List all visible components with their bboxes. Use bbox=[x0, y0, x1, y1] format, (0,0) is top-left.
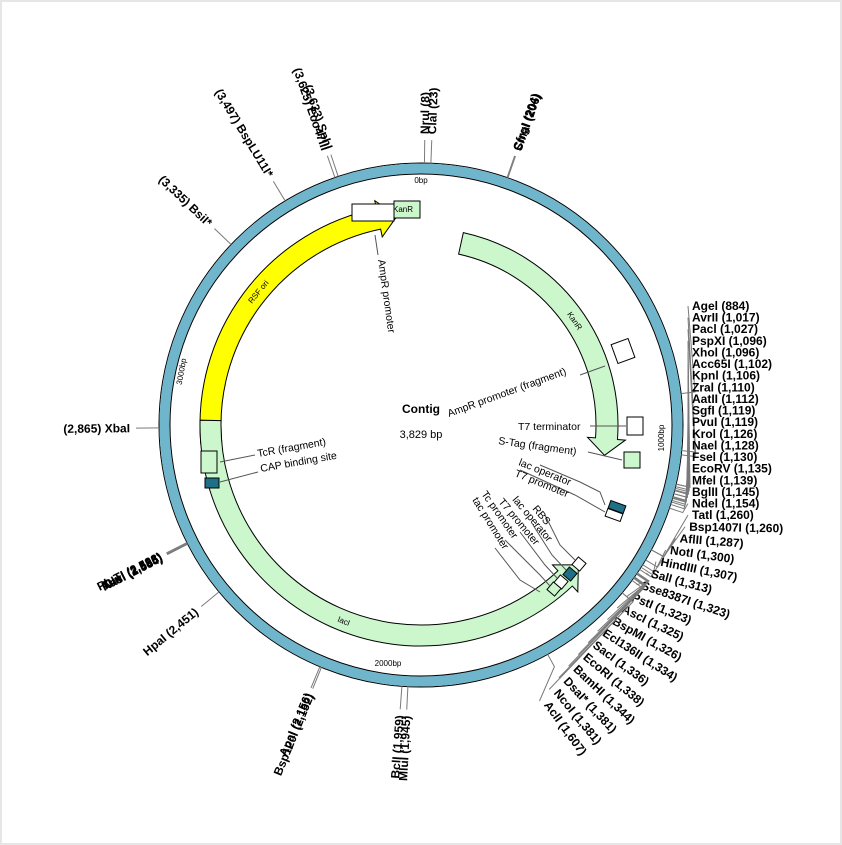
site-label: SgfI (1,119) bbox=[692, 404, 755, 418]
site-label: (3,335) BsiI* bbox=[156, 173, 215, 230]
small-features: KanR bbox=[200, 200, 644, 597]
kanr-start-label: KanR bbox=[393, 205, 413, 214]
site-label: AflII (1,287) bbox=[679, 531, 744, 550]
site-label: Krol (1,126) bbox=[692, 427, 757, 441]
site-label: AatII (1,112) bbox=[692, 392, 759, 406]
laci-arrow-label: lacI bbox=[336, 615, 351, 628]
site-label: Ndel (1,154) bbox=[692, 497, 759, 511]
kanr-arrow bbox=[458, 232, 627, 456]
ruler-2000bp: 2000bp bbox=[375, 659, 402, 668]
site-label: Pacl (1,027) bbox=[692, 322, 758, 336]
site-tick bbox=[399, 686, 403, 710]
site-label: Smal (206) bbox=[511, 92, 544, 153]
backbone-inner-edge bbox=[169, 173, 673, 677]
site-tick bbox=[166, 542, 188, 554]
site-leader-line bbox=[640, 561, 657, 576]
site-label: Bsp1407I (1,260) bbox=[689, 520, 783, 536]
ampr-fragment-box bbox=[610, 337, 636, 365]
site-tick bbox=[272, 180, 286, 202]
site-leader-line bbox=[681, 329, 696, 458]
feature-label-lines bbox=[219, 234, 626, 593]
laci-arrow bbox=[199, 419, 579, 647]
site-label: Tatl (1,260) bbox=[692, 508, 754, 522]
site-label: Mfel (1,139) bbox=[692, 473, 757, 487]
kanr-start-box bbox=[393, 200, 421, 219]
site-label: Kpnl (1,106) bbox=[692, 369, 760, 383]
site-tick bbox=[430, 140, 433, 164]
ruler-0bp: 0bp bbox=[414, 176, 428, 185]
site-label: MluI (1,945) bbox=[396, 715, 413, 781]
site-leader-line bbox=[681, 305, 696, 395]
site-leader-line bbox=[681, 317, 697, 453]
rbs-box bbox=[571, 556, 587, 572]
site-leader-line bbox=[568, 579, 645, 667]
site-tick bbox=[406, 686, 409, 710]
ampr-promoter-box bbox=[351, 203, 395, 222]
site-label: Nael (1,128) bbox=[692, 438, 759, 452]
site-leader-line bbox=[597, 576, 647, 632]
site-label: Zral (1,110) bbox=[692, 380, 755, 394]
site-label: PluTI (2,588) bbox=[95, 549, 164, 593]
site-tick bbox=[507, 155, 516, 178]
t7-terminator-box bbox=[626, 416, 644, 436]
site-label: EcoRV (1,135) bbox=[692, 462, 772, 476]
stag-box bbox=[623, 451, 641, 469]
tcr-fragment-box bbox=[200, 450, 218, 474]
contig-title: Contig bbox=[402, 402, 440, 416]
ampr-fragment-label: AmpR promoter (fragment) bbox=[446, 366, 568, 420]
site-tick bbox=[200, 591, 220, 607]
site-label: BglII (1,145) bbox=[692, 485, 759, 499]
site-label: Acc65I (1,102) bbox=[692, 357, 772, 371]
ampr-promoter-label: AmpR promoter bbox=[375, 259, 397, 335]
site-label: AvrII (1,017) bbox=[692, 311, 760, 325]
contig-length: 3,829 bp bbox=[400, 429, 443, 441]
site-label: PvuI (1,119) bbox=[692, 415, 758, 429]
site-label: (2,865) XbaI bbox=[63, 421, 130, 436]
site-leader-line bbox=[548, 592, 634, 690]
site-label: (3,497) BspLU11I* bbox=[212, 86, 276, 180]
site-leader-line bbox=[670, 491, 689, 510]
site-leader-line bbox=[587, 577, 647, 644]
site-tick bbox=[166, 542, 188, 555]
site-label: Fsel (1,130) bbox=[692, 450, 757, 464]
site-label: HpaI (2,451) bbox=[140, 605, 201, 659]
site-tick bbox=[214, 228, 232, 245]
site-leader-line bbox=[642, 549, 667, 573]
t7-terminator-label: T7 terminator bbox=[518, 421, 581, 433]
site-tick bbox=[326, 155, 336, 178]
t7-promoter-box bbox=[604, 507, 624, 523]
site-label: Nrul (8) bbox=[418, 92, 433, 134]
site-label: Agel (884) bbox=[692, 299, 749, 313]
site-label: Clal (23) bbox=[425, 87, 441, 134]
site-tick bbox=[330, 154, 339, 177]
site-leader-line bbox=[669, 503, 689, 514]
site-label: PspXI (1,096) bbox=[692, 334, 767, 348]
site-tick bbox=[506, 155, 516, 178]
site-leader-line bbox=[607, 573, 649, 621]
lac-operator-box bbox=[607, 499, 627, 515]
rsf-ori-arrow bbox=[199, 199, 398, 445]
site-leader-line bbox=[626, 572, 650, 597]
site-leader-line bbox=[639, 568, 652, 578]
stag-label: S-Tag (fragment) bbox=[498, 435, 578, 458]
site-tick bbox=[310, 666, 321, 689]
site-leader-line bbox=[577, 577, 646, 655]
cap-binding-site-box bbox=[204, 477, 220, 489]
ruler-1000bp: 1000bp bbox=[657, 424, 666, 451]
site-leader-line bbox=[539, 654, 555, 702]
site-label: BclI (1,959) bbox=[388, 715, 407, 779]
lac-operator-2-box bbox=[562, 566, 578, 582]
backbone-outer-edge bbox=[158, 162, 684, 688]
site-label: Xhol (1,096) bbox=[692, 345, 759, 359]
site-tick bbox=[312, 667, 322, 689]
backbone-ring bbox=[159, 163, 683, 687]
